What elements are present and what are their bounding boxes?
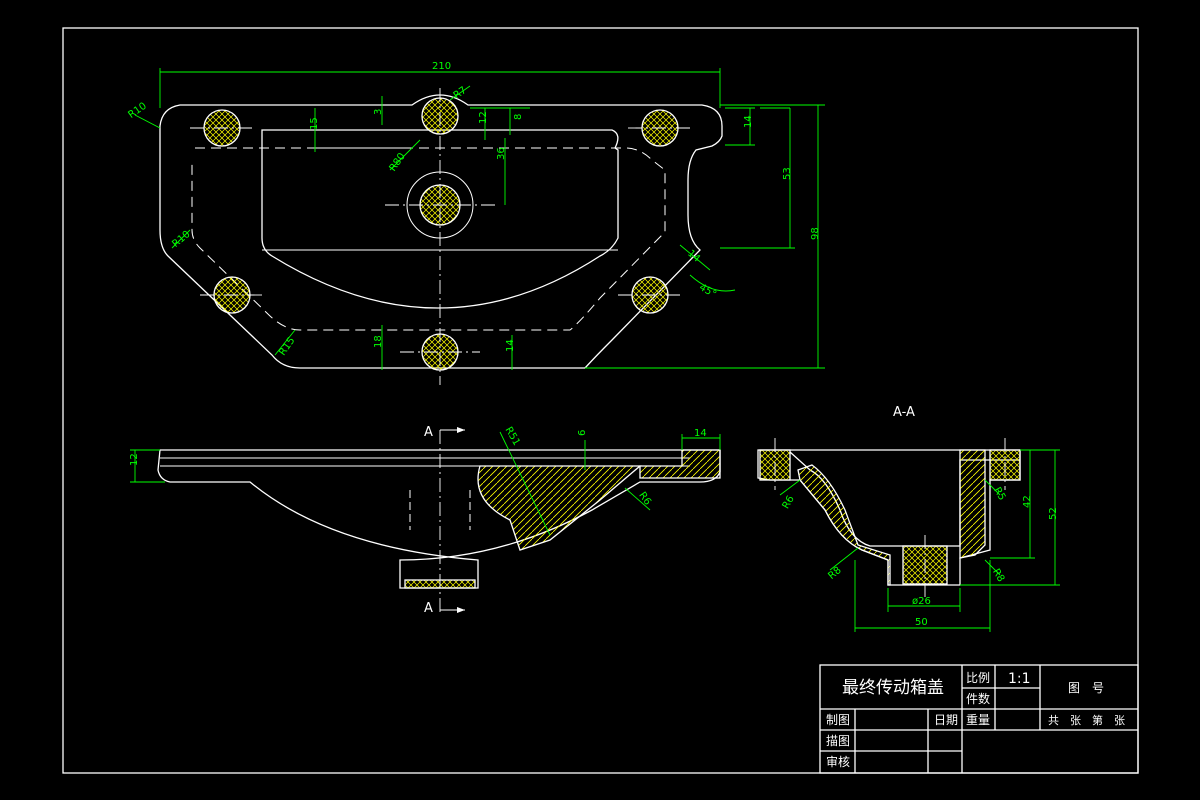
dim-r10-left: R10	[170, 229, 192, 250]
front-flange-hatch	[639, 449, 721, 479]
dim-14-bottom: 14	[505, 339, 516, 352]
dim-12: 12	[478, 111, 489, 124]
dim-r10-top: R10	[126, 101, 148, 121]
dim-15: 15	[309, 117, 320, 130]
front-outline	[157, 449, 721, 589]
dim-sec-r8-right: R8	[990, 567, 1006, 584]
front-section-hatch	[477, 465, 642, 551]
dim-8: 8	[513, 114, 524, 120]
dim-18: 18	[373, 335, 384, 348]
traced-label: 描图	[826, 734, 850, 748]
dim-front-14: 14	[694, 428, 707, 439]
dim-sec-50: 50	[915, 617, 928, 628]
dim-front-12: 12	[129, 453, 140, 466]
section-wall-hatch	[797, 464, 891, 586]
flange-dashed	[191, 147, 666, 331]
dim-53: 53	[782, 167, 793, 180]
dim-36: 36	[496, 147, 507, 160]
dim-sec-52: 52	[1048, 507, 1059, 520]
drawn-label: 制图	[826, 713, 850, 727]
sheet-border	[62, 27, 1139, 774]
count-label: 件数	[966, 691, 990, 706]
weight-label: 重量	[966, 713, 990, 727]
date-label: 日期	[934, 713, 958, 727]
dim-r51: R51	[503, 425, 522, 448]
dim-210: 210	[432, 61, 451, 72]
checked-label: 审核	[826, 754, 850, 769]
section-view: A-A R6 R5 R8 R8 42 52 ø26 50	[757, 405, 1060, 632]
dim-3: 3	[373, 109, 384, 115]
inner-basin	[261, 129, 619, 309]
sheets-label: 共 张 第 张	[1048, 713, 1125, 727]
part-name: 最终传动箱盖	[842, 678, 944, 698]
section-right-wall-hatch	[959, 449, 986, 559]
scale-value: 1:1	[1008, 671, 1031, 687]
dim-sec-r8-left: R8	[826, 565, 843, 582]
dim-14-right: 14	[743, 115, 754, 128]
outer-contour	[159, 94, 723, 369]
top-view: 210 R10 R7 3 15 12 8 14 53 98 R80 36 R10	[126, 61, 825, 385]
dim-sec-42: 42	[1022, 495, 1033, 508]
dim-98: 98	[810, 227, 821, 240]
front-view: A A 12 R51 6 14 R6	[129, 425, 721, 616]
title-block: 最终传动箱盖 比例 1:1 件数 图 号 重量 共 张 第 张 制图 日期 描图…	[819, 664, 1139, 774]
dim-r15: R15	[277, 335, 297, 357]
dim-sec-phi26: ø26	[912, 596, 931, 607]
dim-front-r6: R6	[636, 490, 653, 507]
dim-sec-r6: R6	[781, 494, 797, 511]
dim-front-6: 6	[577, 430, 588, 436]
scale-label: 比例	[966, 671, 990, 685]
dim-45deg: 45°	[697, 282, 718, 300]
drawing-no-label: 图 号	[1068, 681, 1104, 695]
cut-mark-bottom: A	[424, 601, 433, 616]
cut-mark-top: A	[424, 425, 433, 440]
section-label: A-A	[893, 405, 915, 420]
